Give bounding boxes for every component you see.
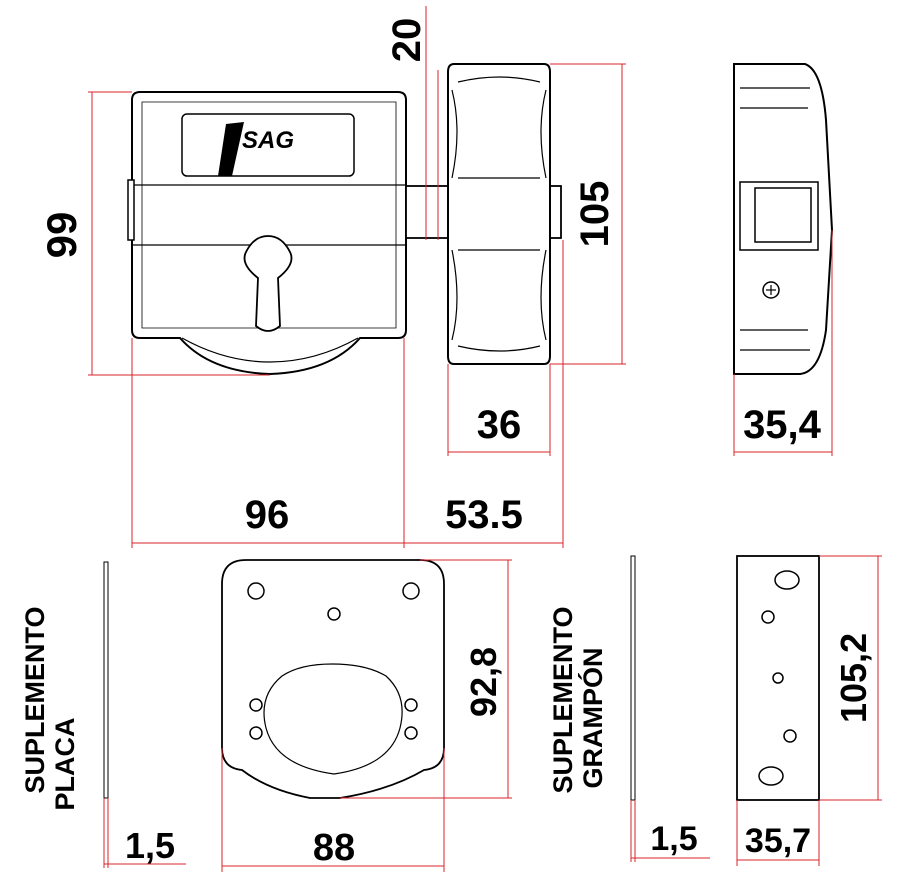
strike-label-line2: GRAMPÓN (577, 648, 608, 789)
dimension-lines-top (88, 6, 833, 548)
dimension-labels-top: 99 20 105 36 35,4 96 53.5 (38, 18, 822, 537)
dim-body-width: 96 (245, 493, 290, 537)
dim-side-depth: 35,4 (743, 403, 822, 447)
strike-label-line1: SUPLEMENTO (548, 606, 578, 793)
dim-keeper-width: 36 (477, 403, 522, 447)
dim-keeper-height: 105 (573, 181, 617, 248)
plate-supplement: SUPLEMENTO PLACA 1,5 92,8 88 (20, 559, 512, 872)
dim-bolt-total: 53.5 (445, 493, 523, 537)
dim-plate-thickness: 1,5 (125, 825, 175, 866)
dim-body-height: 99 (38, 212, 85, 259)
strike-supplement: SUPLEMENTO GRAMPÓN 1,5 105,2 35,7 (548, 555, 882, 866)
dim-strike-width: 35,7 (745, 822, 811, 860)
dim-plate-width: 88 (313, 827, 355, 869)
sag-logo-text: SAG (242, 127, 294, 154)
lock-body-front-view: SAG (127, 91, 407, 376)
lock-side-view (733, 63, 834, 375)
keyhole-icon (243, 235, 293, 332)
keeper-front-view (447, 63, 551, 365)
dim-plate-height: 92,8 (463, 647, 504, 717)
plate-label-line1: SUPLEMENTO (20, 606, 50, 793)
dim-strike-thickness: 1,5 (650, 820, 697, 858)
dim-strike-height: 105,2 (833, 633, 874, 723)
dim-bolt-throw: 20 (385, 18, 429, 63)
plate-label-line2: PLACA (50, 718, 80, 811)
sag-logo: SAG (218, 122, 294, 176)
